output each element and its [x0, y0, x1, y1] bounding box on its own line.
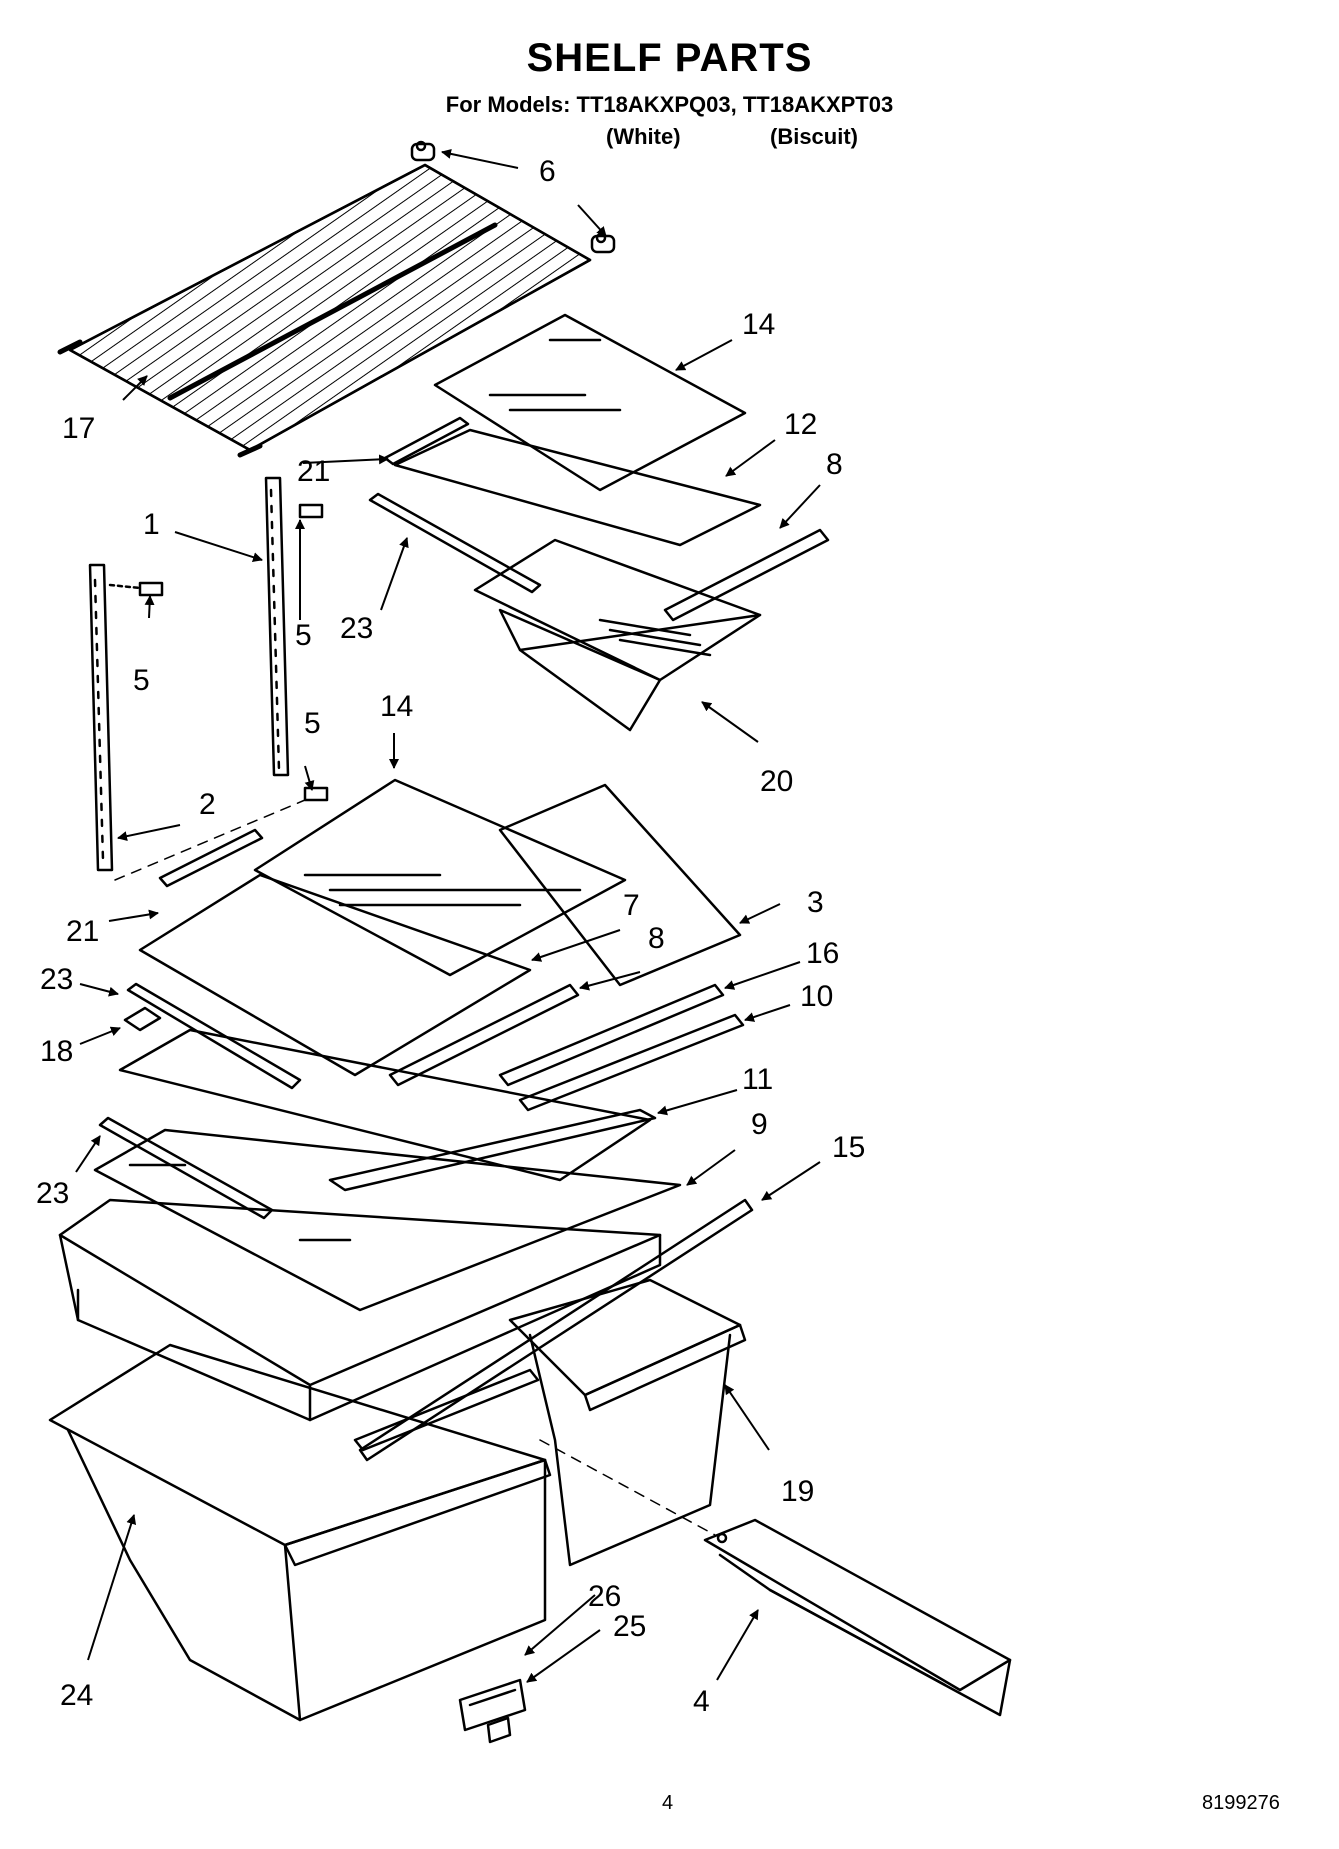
drawer-bracket [703, 1518, 1012, 1717]
callout-19: 19 [781, 1475, 814, 1508]
screw-lower [303, 786, 329, 802]
callout-7: 7 [623, 889, 640, 922]
shelf-ladder-right [264, 476, 290, 777]
meat-pan [473, 538, 762, 732]
callout-11: 11 [742, 1063, 773, 1096]
callout-8-upper: 8 [826, 448, 843, 481]
middle-glass-shelf-14 [253, 778, 627, 977]
page-title: SHELF PARTS [526, 36, 813, 80]
shelf-frame-lower [118, 1028, 652, 1182]
callout-23-upper: 23 [340, 612, 373, 645]
callout-1: 1 [143, 508, 160, 541]
document-number: 8199276 [1202, 1792, 1280, 1814]
screw-upper [298, 503, 324, 519]
callout-12: 12 [784, 408, 817, 441]
callout-24: 24 [60, 1679, 93, 1712]
shelf-end-cap-top [410, 140, 436, 162]
callout-5-left: 5 [133, 664, 150, 697]
glass-insert-11 [328, 1108, 657, 1192]
upper-front-trim-21 [383, 416, 470, 466]
callout-15: 15 [832, 1131, 865, 1164]
callout-2: 2 [199, 788, 216, 821]
callout-18: 18 [40, 1035, 73, 1068]
callout-6: 6 [539, 155, 556, 188]
trim-16 [498, 983, 725, 1087]
front-trim-21 [158, 828, 264, 888]
rear-glass-panel-3 [498, 783, 742, 987]
callout-10: 10 [800, 980, 833, 1013]
callout-17: 17 [62, 412, 95, 445]
finish-biscuit-label: (Biscuit) [770, 124, 858, 149]
upper-rear-trim-8 [663, 528, 830, 622]
leader-arrows [75, 148, 821, 1683]
callout-labels: 6 14 12 8 17 21 1 5 5 23 5 14 20 2 7 3 2… [36, 155, 865, 1718]
crisper-cover-frame [58, 1198, 662, 1422]
callout-20: 20 [760, 765, 793, 798]
callout-16: 16 [806, 937, 839, 970]
crisper-drawer-left [48, 1343, 552, 1722]
model-numbers: For Models: TT18AKXPQ03, TT18AKXPT03 [445, 92, 894, 117]
page-number: 4 [662, 1792, 674, 1814]
shelf-ladder-left [88, 563, 114, 872]
screw-left [108, 581, 164, 597]
callout-21-upper: 21 [297, 455, 330, 488]
upper-glass-insert [433, 313, 747, 492]
upper-trim-23 [368, 492, 542, 594]
callout-14-middle: 14 [380, 690, 413, 723]
crisper-cover-glass-9 [93, 1128, 682, 1312]
crisper-slide-rail [353, 1368, 540, 1452]
callout-9: 9 [751, 1108, 768, 1141]
wire-shelf [57, 163, 592, 458]
callout-8-lower: 8 [648, 922, 665, 955]
callout-23-lower: 23 [36, 1177, 69, 1210]
callout-25: 25 [613, 1610, 646, 1643]
crisper-drawer-right [508, 1278, 747, 1567]
shelf-end-cap-side [590, 232, 616, 254]
callout-4: 4 [693, 1685, 710, 1718]
shelf-frame-7 [138, 873, 532, 1077]
trim-10 [518, 1013, 745, 1112]
callout-14-upper: 14 [742, 308, 775, 341]
finish-white-label: (White) [606, 124, 681, 149]
callout-23-middle: 23 [40, 963, 73, 996]
callout-5-upper: 5 [295, 619, 312, 652]
callout-26: 26 [588, 1580, 621, 1613]
rear-trim-8 [388, 983, 580, 1087]
callout-5-lower: 5 [304, 707, 321, 740]
upper-cover-frame [393, 428, 762, 547]
callout-3: 3 [807, 886, 824, 919]
drawer-clip [458, 1678, 527, 1744]
trim-23-middle [126, 982, 302, 1090]
trim-18 [123, 1006, 162, 1032]
callout-21-lower: 21 [66, 915, 99, 948]
